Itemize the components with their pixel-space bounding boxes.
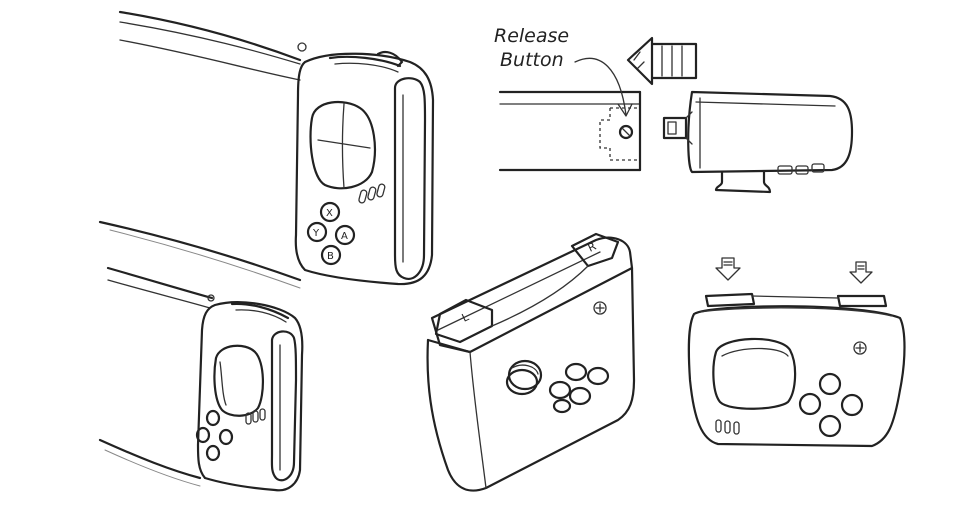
sketch-controller-front xyxy=(687,257,906,448)
face-button-y: Y xyxy=(306,221,328,243)
push-arrow xyxy=(626,36,698,86)
face-button-b: B xyxy=(320,244,342,266)
svg-text:A: A xyxy=(341,231,348,242)
sketch-attached-controller-large: X Y A B xyxy=(98,10,435,289)
sketch-controller-three-quarter: L R xyxy=(426,232,636,492)
face-button-x: X xyxy=(319,201,341,223)
shoulder-label-right: R xyxy=(586,240,599,255)
shoulder-label-left: L xyxy=(460,310,472,325)
svg-text:Y: Y xyxy=(312,228,320,239)
release-label-line2: Button xyxy=(500,49,564,71)
sketch-release-mechanism: Release Button xyxy=(494,25,854,194)
down-arrow-right xyxy=(849,261,873,284)
release-label-line1: Release xyxy=(494,25,569,47)
svg-text:X: X xyxy=(326,208,333,219)
face-button-a: A xyxy=(334,224,356,246)
svg-text:B: B xyxy=(327,251,334,262)
down-arrow-left xyxy=(715,257,741,281)
sketch-attached-controller-small xyxy=(98,266,304,492)
